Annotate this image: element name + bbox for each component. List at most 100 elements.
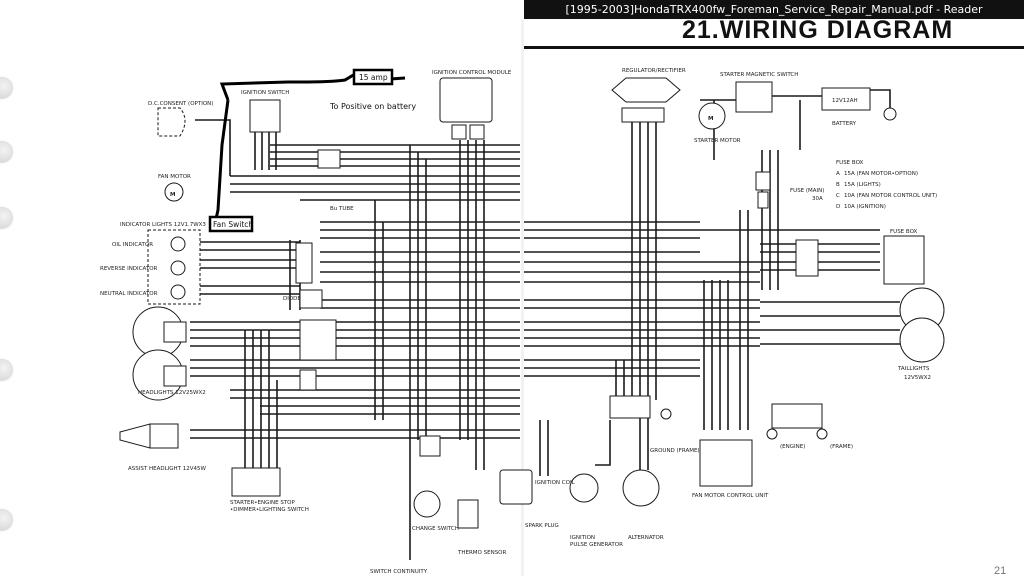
starter-switch-label-line1: STARTER•ENGINE STOP xyxy=(230,500,295,506)
heading-rule xyxy=(524,46,1024,49)
assist-headlight xyxy=(119,423,151,449)
motor-letter: M xyxy=(170,192,175,198)
connector xyxy=(295,242,313,284)
user-annotation xyxy=(212,72,406,229)
fan-switch-label: Fan Switch xyxy=(213,220,253,229)
ignition-coil-label: IGNITION COIL xyxy=(535,480,576,486)
connector xyxy=(755,171,771,191)
dc-consent-option xyxy=(157,107,186,137)
fan-motor-control-unit-label: FAN MOTOR CONTROL UNIT xyxy=(692,493,769,499)
fuse-15amp-annotation xyxy=(352,68,394,86)
fuse-15amp-label: 15 amp xyxy=(359,73,388,82)
binder-hole xyxy=(0,510,12,530)
fuse-letter: D xyxy=(836,204,840,210)
fuse-main-value: 30A xyxy=(812,196,823,202)
fan-switch-annotation xyxy=(208,215,254,233)
left-wire-bundle xyxy=(190,119,520,560)
fuse-rating: 15A (LIGHTS) xyxy=(844,182,881,188)
spark-plug-label: SPARK PLUG xyxy=(525,523,559,529)
reverse-indicator-lamp xyxy=(170,260,186,276)
fuse-main-label: FUSE (MAIN) xyxy=(790,188,824,194)
change-switch-label: CHANGE SWITCH xyxy=(412,526,459,532)
binder-hole xyxy=(0,360,12,380)
starter-magnetic-label: STARTER MAGNETIC SWITCH xyxy=(720,72,798,78)
thermo-sensor xyxy=(457,499,479,529)
starter-engine-stop-switch xyxy=(231,467,281,497)
connector xyxy=(419,435,441,457)
ignition-switch-label: IGNITION SWITCH xyxy=(241,90,289,96)
frame-label: (FRAME) xyxy=(830,444,853,450)
fuse-rating: 15A (FAN MOTOR•OPTION) xyxy=(844,171,918,177)
battery-label: BATTERY xyxy=(832,121,857,127)
battery xyxy=(821,87,871,111)
regulator-label: REGULATOR/RECTIFIER xyxy=(622,68,686,74)
neutral-indicator-label: NEUTRAL INDICATOR xyxy=(100,291,158,297)
headlights-label: HEADLIGHTS 12V25WX2 xyxy=(138,390,206,396)
ignition-pulse-generator xyxy=(569,473,599,503)
ground-frame xyxy=(660,408,672,420)
starter-motor xyxy=(698,102,726,130)
ignition-control-module xyxy=(439,77,493,123)
taillight-lower xyxy=(899,317,945,363)
page-heading: 21.WIRING DIAGRAM xyxy=(682,16,954,44)
diode xyxy=(299,289,323,309)
neutral-indicator-lamp xyxy=(170,284,186,300)
engine-label: (ENGINE) xyxy=(780,444,805,450)
fuse-letter: B xyxy=(836,182,840,188)
fuse-box-title: FUSE BOX xyxy=(836,160,864,166)
oil-indicator-lamp xyxy=(170,236,186,252)
fuse-rating: 10A (IGNITION) xyxy=(844,204,886,210)
indicator-lights-label: INDICATOR LIGHTS 12V1.7WX3 xyxy=(120,222,206,228)
connector xyxy=(317,149,341,169)
connector xyxy=(299,319,337,361)
ground-frame-label: GROUND (FRAME) xyxy=(650,448,700,454)
fuse-box xyxy=(883,235,925,285)
fan-motor xyxy=(164,182,184,202)
starter-magnetic-switch xyxy=(735,81,773,113)
fan-motor-control-unit xyxy=(699,439,753,487)
main-fuse xyxy=(757,191,769,209)
fuse-legend: A 15A (FAN MOTOR•OPTION) B 15A (LIGHTS) … xyxy=(836,171,937,210)
ignition-coil xyxy=(499,469,533,505)
oil-indicator-label: OIL INDICATOR xyxy=(112,242,153,248)
binder-hole xyxy=(0,78,12,98)
connector xyxy=(299,369,317,391)
regulator-rectifier xyxy=(611,77,681,103)
reverse-indicator-label: REVERSE INDICATOR xyxy=(100,266,158,272)
thermo-sensor-label: THERMO SENSOR xyxy=(457,550,507,556)
right-wire-bundle xyxy=(524,89,900,476)
change-switch xyxy=(413,490,441,518)
binder-hole xyxy=(0,208,12,228)
frame-ground xyxy=(816,428,828,440)
page-gutter xyxy=(521,20,524,576)
bu-tube-label: Bu TUBE xyxy=(330,206,354,212)
positive-on-battery-note: To Positive on battery xyxy=(329,102,416,111)
page-number: 21 xyxy=(994,565,1007,577)
taillights-label: TAILLIGHTS xyxy=(897,366,930,372)
fuse-rating: 10A (FAN MOTOR CONTROL UNIT) xyxy=(844,193,937,199)
diode-label: DIODE xyxy=(283,296,301,302)
connector xyxy=(609,395,651,419)
fan-motor-label: FAN MOTOR xyxy=(158,174,191,180)
ignition-control-module-label: IGNITION CONTROL MODULE xyxy=(432,70,512,76)
ignition-switch xyxy=(249,99,281,133)
dc-consent-label: D.C.CONSENT (OPTION) xyxy=(148,101,213,107)
starter-motor-letter: M xyxy=(708,116,713,122)
taillights-spec: 12V5WX2 xyxy=(904,375,931,381)
starter-switch-label-line2: •DIMMER•LIGHTING SWITCH xyxy=(230,507,309,513)
alternator xyxy=(622,469,660,507)
fuse-box-label: FUSE BOX xyxy=(890,229,918,235)
fuse-letter: A xyxy=(836,171,840,177)
window-title-bar[interactable]: [1995-2003]HondaTRX400fw_Foreman_Service… xyxy=(524,0,1024,19)
battery-spec: 12V12AH xyxy=(832,98,858,104)
pulse-generator-label-line1: IGNITION xyxy=(570,535,595,541)
engine-ground xyxy=(766,428,778,440)
binder-hole xyxy=(0,142,12,162)
assist-headlight-label: ASSIST HEADLIGHT 12V45W xyxy=(128,466,207,472)
fuse-letter: C xyxy=(836,193,840,199)
pulse-generator-label-line2: PULSE GENERATOR xyxy=(570,542,623,548)
alternator-label: ALTERNATOR xyxy=(628,535,664,541)
starter-motor-label: STARTER MOTOR xyxy=(694,138,741,144)
connector xyxy=(795,239,819,277)
